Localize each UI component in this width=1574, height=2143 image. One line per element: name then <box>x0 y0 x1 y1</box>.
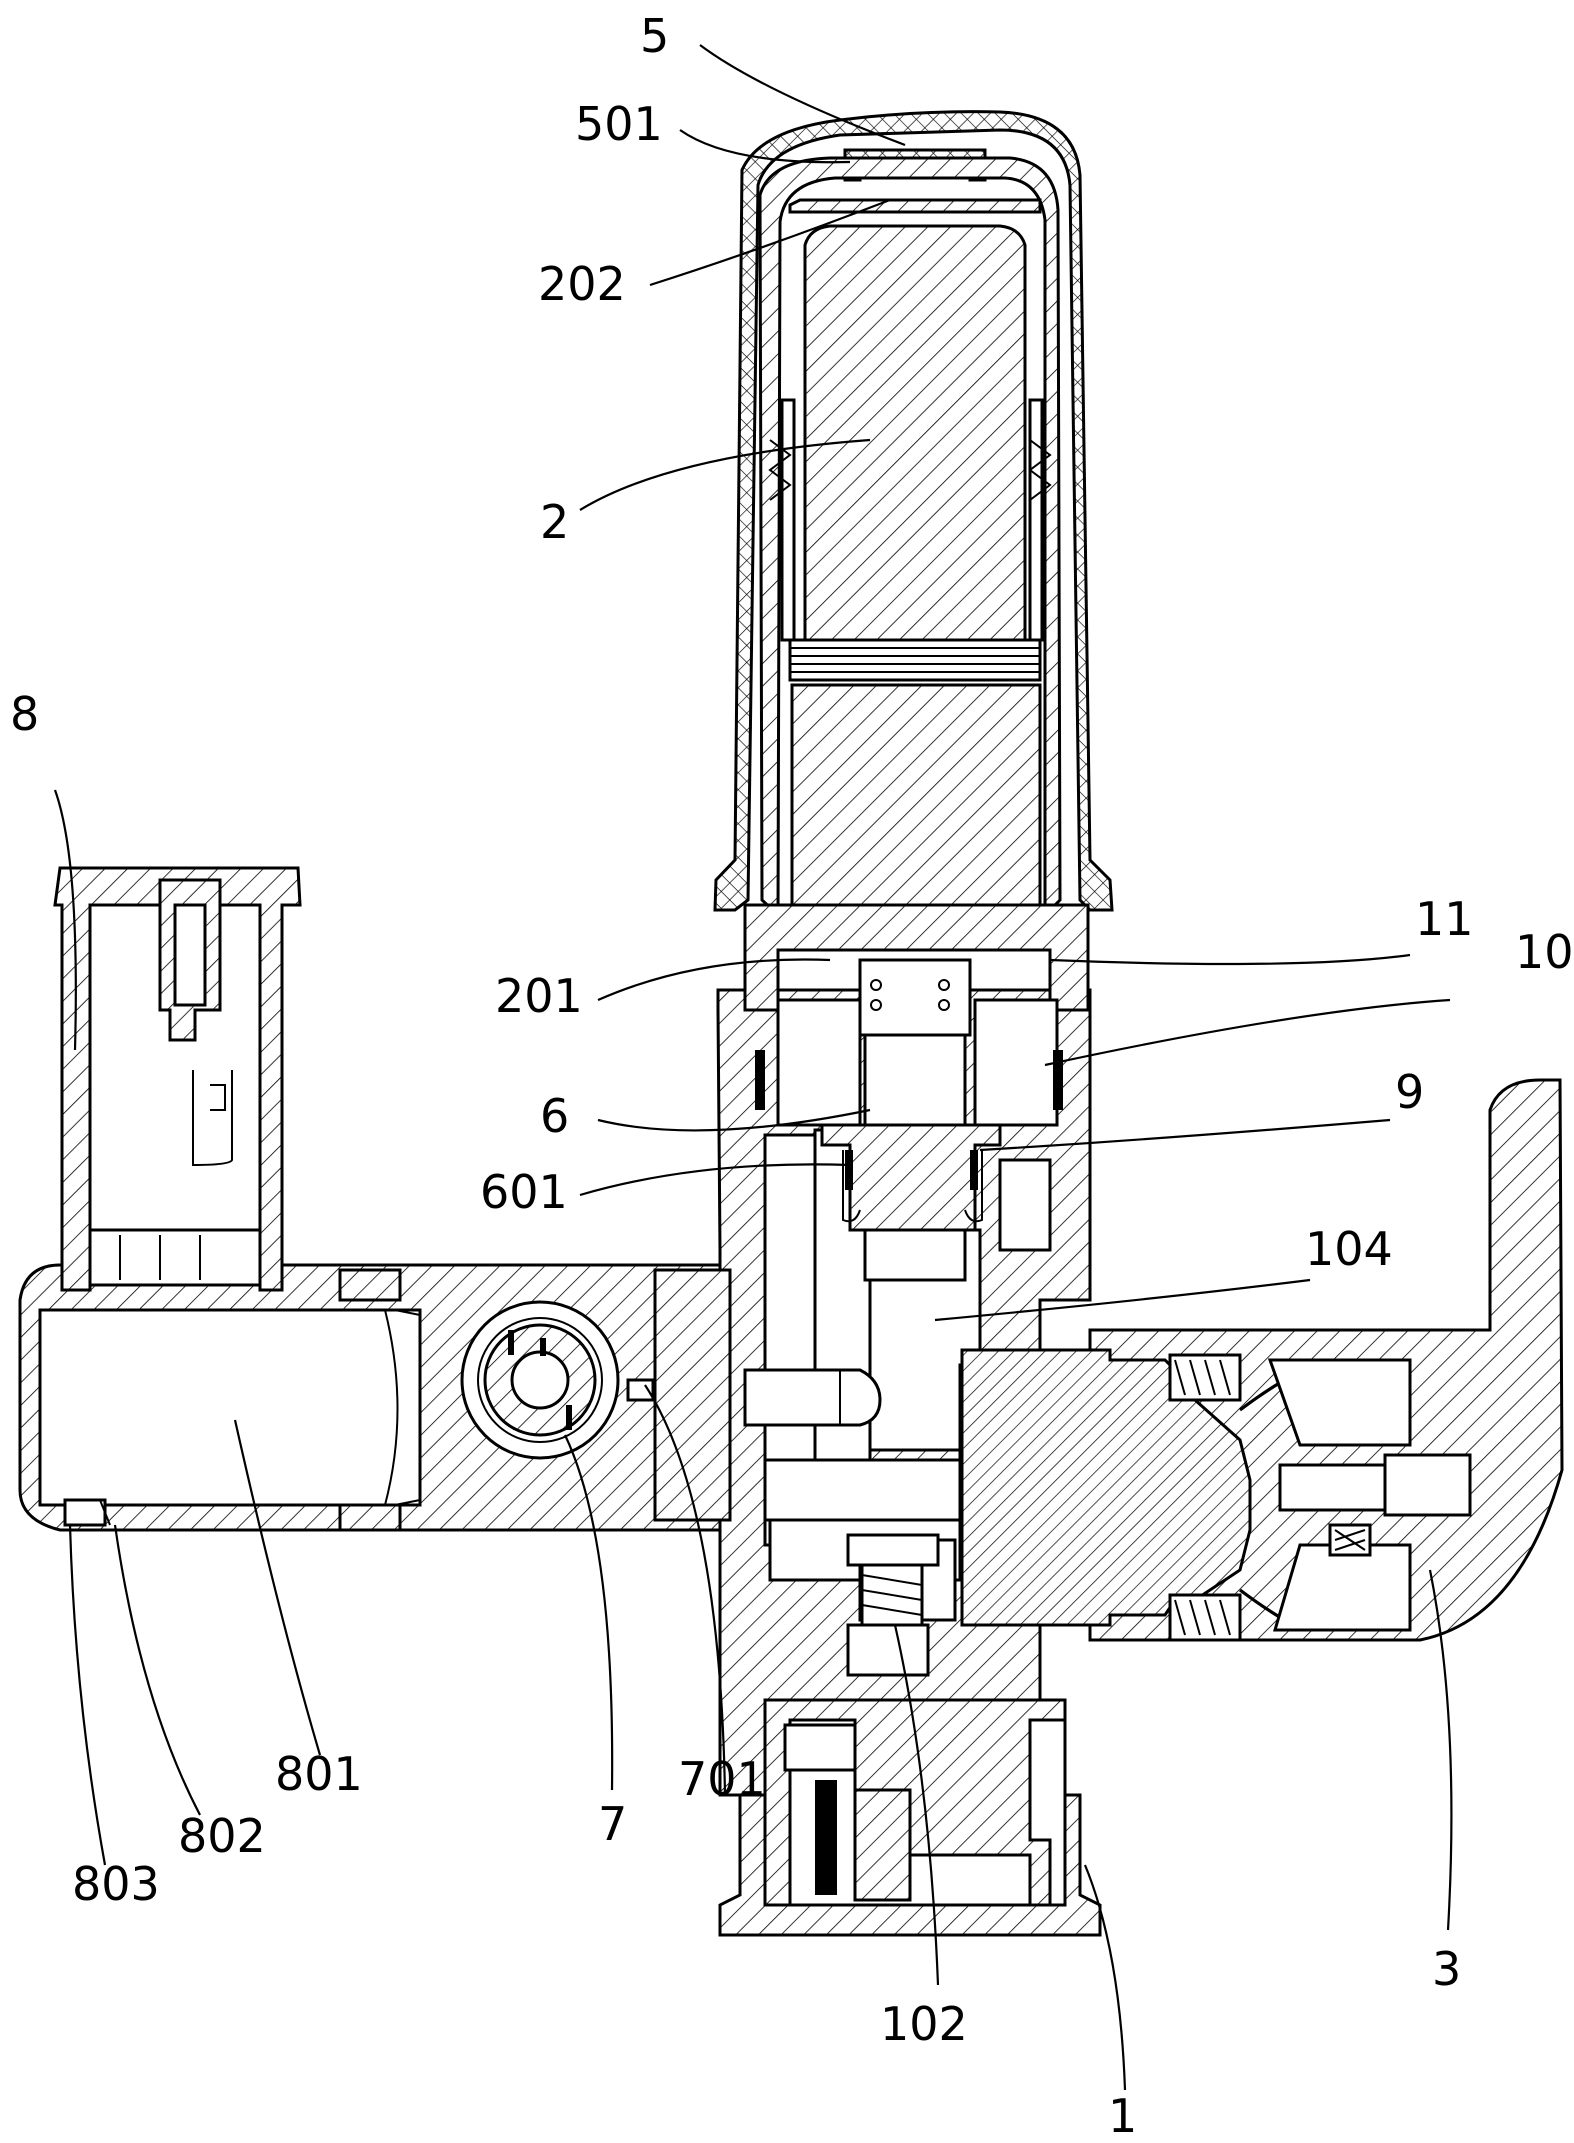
thread-band <box>790 647 1040 673</box>
check-valve-102 <box>846 1533 940 1677</box>
bottom-socket <box>763 1698 1067 1907</box>
label-102: 102 <box>880 1997 968 2051</box>
upper-plug <box>1168 1353 1242 1402</box>
handle-inserts-3 <box>1267 1358 1472 1632</box>
rotary-valve-7 <box>460 1300 620 1460</box>
lower-plug <box>1168 1593 1242 1642</box>
label-9: 9 <box>1395 1065 1424 1119</box>
inner-shell <box>758 156 1062 919</box>
label-601: 601 <box>480 1165 568 1219</box>
battery-housing-8 <box>53 866 302 1292</box>
label-801: 801 <box>275 1747 363 1801</box>
label-104: 104 <box>1305 1222 1393 1276</box>
label-802: 802 <box>178 1809 266 1863</box>
label-701: 701 <box>678 1752 766 1806</box>
label-6: 6 <box>540 1089 569 1143</box>
left-cylinder-801 <box>38 1268 422 1532</box>
label-803: 803 <box>72 1857 160 1911</box>
label-202: 202 <box>538 257 626 311</box>
cartridge-2 <box>768 224 1052 947</box>
valve-stack <box>743 903 1090 1282</box>
label-11: 11 <box>1415 892 1474 946</box>
label-10: 10 <box>1515 925 1574 979</box>
label-5: 5 <box>640 9 669 63</box>
label-1: 1 <box>1108 2089 1137 2143</box>
label-3: 3 <box>1432 1942 1461 1996</box>
label-501: 501 <box>575 97 663 151</box>
label-8: 8 <box>10 687 39 741</box>
label-7: 7 <box>598 1797 627 1851</box>
reference-labels: 5 501 202 2 8 11 10 201 6 9 601 104 801 … <box>10 9 1574 2143</box>
label-2: 2 <box>540 495 569 549</box>
leader-lines <box>53 44 1453 2091</box>
spool-assembly <box>960 1348 1306 1642</box>
label-201: 201 <box>495 969 583 1023</box>
slider-701 <box>626 1268 882 1522</box>
